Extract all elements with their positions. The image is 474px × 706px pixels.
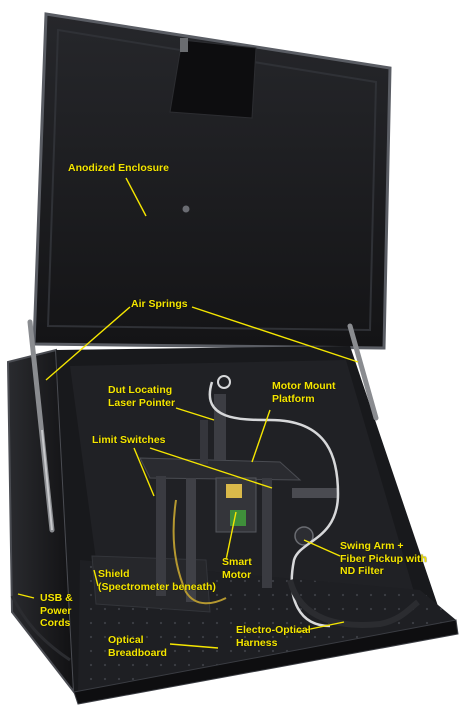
leader-limit-right [149,447,273,489]
label-shield: Shield (Spectrometer beneath) [98,568,216,593]
leader-limit-left [133,447,155,497]
label-limit-switches: Limit Switches [92,434,166,446]
leader-swing-arm [303,539,341,557]
label-swing-arm: Swing Arm + Fiber Pickup with ND Filter [340,540,427,577]
fiber-pickup [294,526,314,546]
leader-harness [295,621,345,633]
leader-dut [175,407,215,421]
leader-smart-motor [225,511,237,561]
lid-latch [180,38,188,52]
label-dut-locating-laser-pointer: Dut Locating Laser Pointer [108,384,176,409]
post-right [262,478,272,588]
air-spring-left-rod [41,429,53,531]
smart-motor-connector [230,510,246,526]
lid-window [169,39,257,119]
post-left [156,476,166,596]
swing-arm [292,488,338,498]
fiber-coil [217,375,231,389]
lid-knob [182,205,190,213]
air-spring-right [347,323,379,421]
post-center [186,478,196,602]
leader-anodized [125,177,147,217]
label-anodized-enclosure: Anodized Enclosure [68,162,169,174]
leader-air-springs-left [45,306,131,381]
laser-pointer-rod [214,394,226,460]
label-smart-motor: Smart Motor [222,556,252,581]
leader-motor-mount [251,409,271,463]
leader-breadboard [169,643,219,649]
label-air-springs: Air Springs [131,298,188,310]
smart-motor-label [226,484,242,498]
shield-plate [91,555,211,613]
electro-optical-harness [287,579,420,628]
label-electro-optical-harness: Electro-Optical Harness [236,624,311,649]
motor-mount-platform [139,457,302,481]
leader-lines [17,177,359,649]
leader-shield [93,569,99,587]
leader-air-springs-right [191,306,359,363]
label-optical-breadboard: Optical Breadboard [108,634,167,659]
lid-inner-edge [46,28,378,332]
usb-power-cords [10,595,71,662]
label-usb-power-cords: USB & Power Cords [40,592,73,629]
wiring-bundle [172,499,227,605]
vertical-rod-2 [200,420,208,464]
box-front-edge [73,619,459,705]
leader-usb [17,593,35,599]
lid-panel [32,12,392,350]
label-motor-mount-platform: Motor Mount Platform [272,380,336,405]
